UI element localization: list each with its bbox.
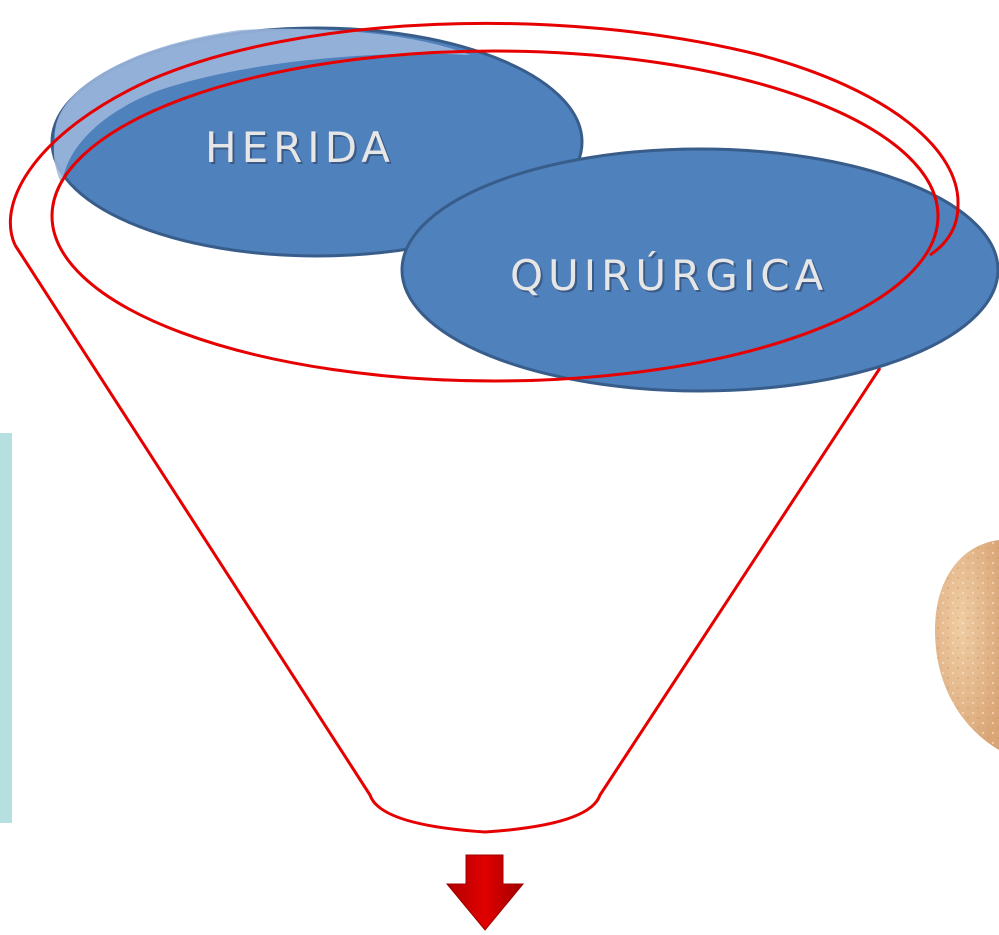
label-herida: HERIDA — [205, 123, 395, 172]
bandage-image — [935, 540, 999, 750]
down-arrow-icon — [445, 854, 525, 931]
funnel-body — [13, 244, 882, 834]
svg-text:QUIRÚRGICA: QUIRÚRGICA — [512, 252, 830, 302]
side-panel — [0, 433, 12, 823]
funnel-inner-rim — [50, 49, 940, 383]
ellipse-quirurgica — [400, 147, 999, 393]
funnel-outer-rim — [9, 21, 960, 257]
overlap-highlight — [53, 28, 470, 185]
svg-text:HERIDA: HERIDA — [207, 125, 397, 174]
label-quirurgica: QUIRÚRGICA — [510, 250, 828, 300]
